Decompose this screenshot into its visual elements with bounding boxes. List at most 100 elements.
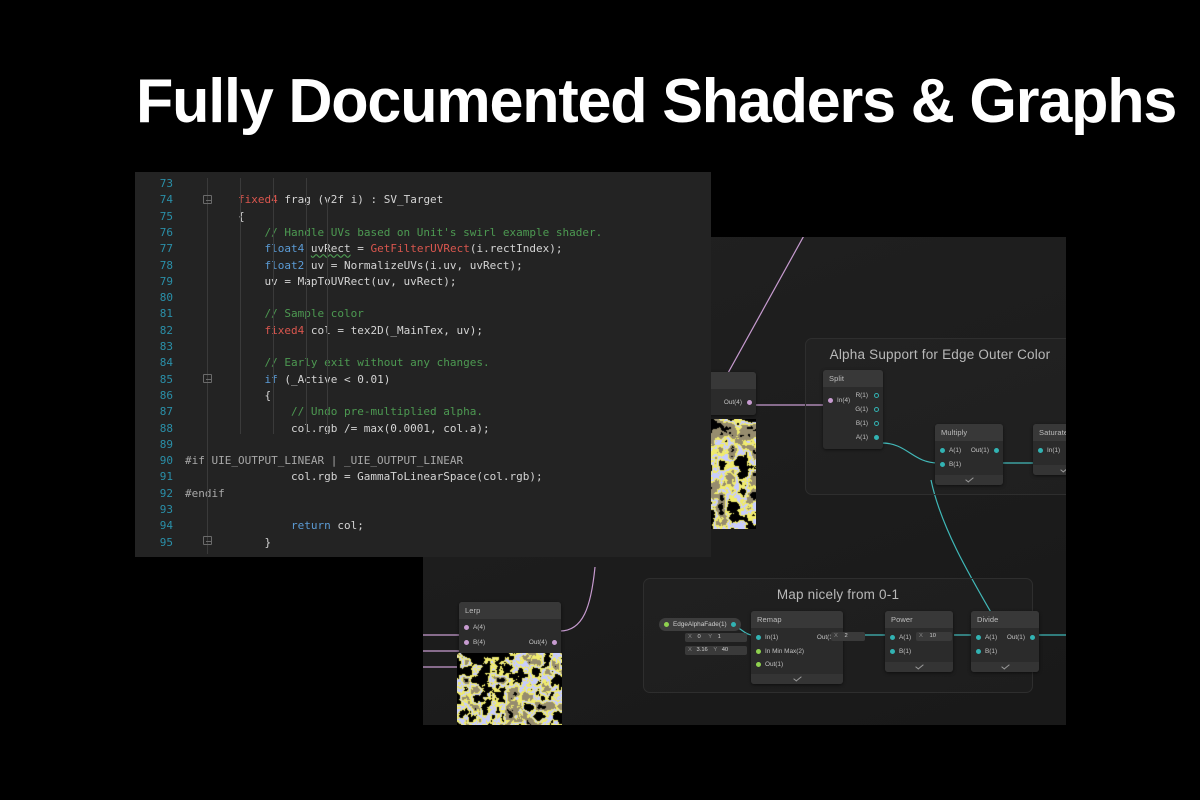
code-token: uv = MapToUVRect(uv, uvRect); [185,274,457,288]
node-remap-expander[interactable] [751,674,843,684]
port-dot-clipped-upper-out[interactable] [747,400,752,405]
port-saturate-in[interactable]: In(1) [1047,447,1061,454]
code-line[interactable] [185,290,192,306]
port-dot-split-g[interactable] [874,407,879,412]
code-line[interactable]: col.rgb = GammaToLinearSpace(col.rgb); [185,469,543,485]
code-line[interactable]: if (_Active < 0.01) [185,372,390,388]
port-lerp-a[interactable]: A(4) [473,624,486,631]
code-line[interactable]: // Undo pre-multiplied alpha. [185,404,483,420]
port-dot-divide-b[interactable] [976,649,981,654]
port-dot-lerp-out[interactable] [552,640,557,645]
port-dot-multiply-out[interactable] [994,448,999,453]
code-line[interactable]: float4 uvRect = GetFilterUVRect(i.rectIn… [185,241,562,257]
node-divide-expander[interactable] [971,662,1039,672]
code-line[interactable]: // Handle UVs based on Unit's swirl exam… [185,225,602,241]
code-line[interactable]: // Sample color [185,306,363,322]
port-multiply-a[interactable]: A(1) [949,447,962,454]
code-token: fixed4 [237,193,278,207]
port-power-b[interactable]: B(1) [899,648,912,655]
port-dot-remap-in[interactable] [756,635,761,640]
code-line[interactable]: uv = MapToUVRect(uv, uvRect); [185,274,457,290]
node-remap[interactable]: Remap In(1) In Min Max(2) Out(1) Out(1) [751,611,843,684]
port-dot-split-b[interactable] [874,421,879,426]
field-value-divide-b[interactable]: 10 [929,633,936,639]
code-line[interactable]: return col; [185,518,364,534]
code-line[interactable] [185,502,192,518]
code-token: col; [330,519,364,533]
port-split-b[interactable]: B(1) [855,420,868,427]
port-remap-out-min-max[interactable]: Out(1) [765,661,784,668]
port-dot-remap-outminmax[interactable] [756,662,761,667]
code-fold-toggle[interactable] [203,374,212,383]
port-lerp-b[interactable]: B(4) [473,639,486,646]
code-line[interactable] [185,176,192,192]
field-label-x: X [688,634,692,640]
port-split-r[interactable]: R(1) [855,392,868,399]
code-line[interactable]: } [185,535,271,551]
code-line[interactable]: #endif [185,486,225,502]
port-split-g[interactable]: G(1) [855,406,868,413]
field-value-in-min[interactable]: 0 [697,634,701,640]
port-lerp-out[interactable]: Out(4) [528,639,547,646]
node-divide[interactable]: Divide A(1) B(1) Out(1) [971,611,1039,672]
port-divide-out[interactable]: Out(1) [1006,634,1025,641]
port-divide-b[interactable]: B(1) [985,648,998,655]
node-multiply[interactable]: Multiply A(1) B(1) Out(1) [935,424,1003,485]
field-value-out-min[interactable]: 3.16 [696,647,708,653]
remap-in-min-max-fields[interactable]: X 0 Y 1 [685,633,747,642]
node-saturate-expander[interactable] [1033,465,1066,475]
code-line[interactable]: col.rgb /= max(0.0001, col.a); [185,421,490,437]
port-remap-in-min-max[interactable]: In Min Max(2) [765,648,805,655]
node-split[interactable]: Split In(4) R(1) G(1) B(1) A(1) [823,370,883,449]
divide-b-field[interactable]: X 10 [916,632,952,641]
group-alpha-support[interactable]: Alpha Support for Edge Outer Color [805,338,1066,495]
node-power[interactable]: Power A(1) B(1) Out(1) [885,611,953,672]
port-dot-multiply-a[interactable] [940,448,945,453]
port-split-a[interactable]: A(1) [855,434,868,441]
code-line[interactable]: { [185,388,271,404]
power-b-field[interactable]: X 2 [831,632,865,641]
property-edge-alpha-fade[interactable]: EdgeAlphaFade(1) [659,618,741,631]
code-token: return [290,519,331,533]
field-value-power-b[interactable]: 2 [844,633,848,639]
port-divide-a[interactable]: A(1) [985,634,998,641]
port-dot-divide-out[interactable] [1030,635,1035,640]
port-dot-lerp-a[interactable] [464,625,469,630]
port-dot-divide-a[interactable] [976,635,981,640]
node-saturate[interactable]: Saturate In(1) Out(1) [1033,424,1066,475]
code-line[interactable] [185,339,192,355]
code-line[interactable] [185,437,192,453]
code-line[interactable]: fixed4 col = tex2D(_MainTex, uv); [185,323,483,339]
port-dot-power-a[interactable] [890,635,895,640]
port-dot-remap-inminmax[interactable] [756,649,761,654]
code-line[interactable]: { [185,209,245,225]
remap-out-min-max-fields[interactable]: X 3.16 Y 40 [685,646,747,655]
field-value-out-max[interactable]: 40 [721,647,729,653]
code-fold-toggle[interactable] [203,195,212,204]
port-remap-out[interactable]: Out(1) [816,634,835,641]
port-remap-in[interactable]: In(1) [765,634,779,641]
property-dot-right[interactable] [730,622,736,627]
port-power-a[interactable]: A(1) [899,634,912,641]
port-dot-saturate-in[interactable] [1038,448,1043,453]
code-fold-toggle[interactable] [203,536,212,545]
code-line[interactable]: float2 uv = NormalizeUVs(i.uv, uvRect); [185,258,522,274]
port-multiply-out[interactable]: Out(1) [970,447,989,454]
node-multiply-expander[interactable] [935,475,1003,485]
port-split-in[interactable]: In(4) [837,397,851,404]
code-line[interactable]: #if UIE_OUTPUT_LINEAR | _UIE_OUTPUT_LINE… [185,453,463,469]
port-dot-lerp-b[interactable] [464,640,469,645]
code-token [185,519,291,532]
port-dot-split-r[interactable] [874,393,879,398]
port-dot-split-a[interactable] [874,435,879,440]
port-dot-split-in[interactable] [828,398,833,403]
port-multiply-b[interactable]: B(1) [949,461,962,468]
field-value-in-max[interactable]: 1 [717,634,721,640]
code-line[interactable]: fixed4 frag (v2f i) : SV_Target [185,192,443,208]
port-dot-power-b[interactable] [890,649,895,654]
port-dot-multiply-b[interactable] [940,462,945,467]
port-clipped-upper-out[interactable]: Out(4) [723,399,742,406]
code-line[interactable]: // Early exit without any changes. [185,355,489,371]
node-power-expander[interactable] [885,662,953,672]
